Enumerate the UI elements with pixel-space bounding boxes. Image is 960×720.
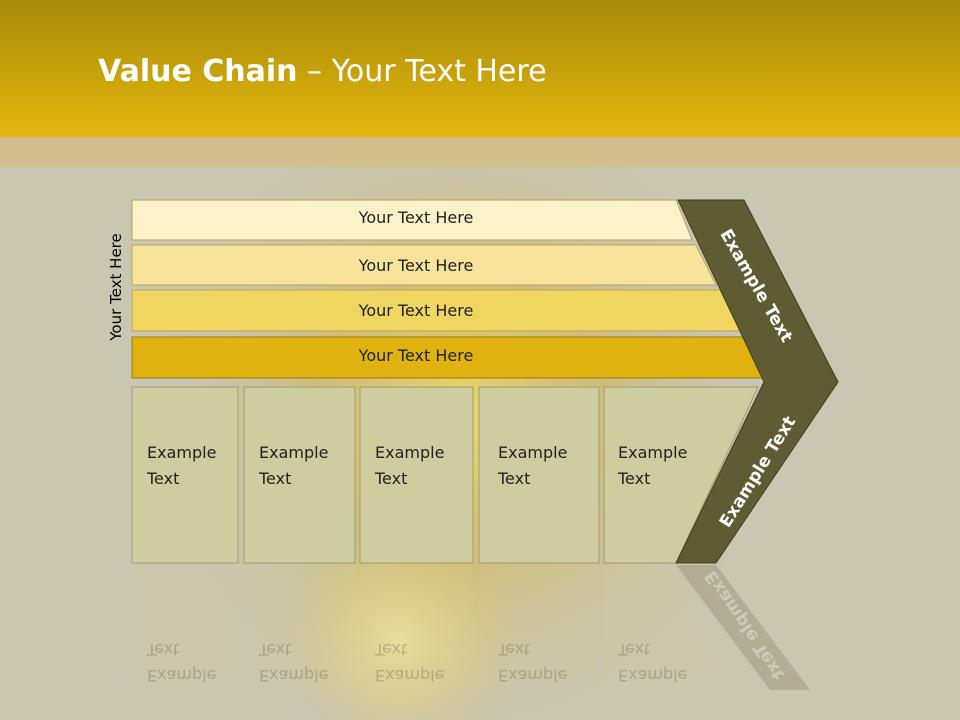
row-label-3: Your Text Here — [358, 301, 474, 320]
box-3 — [359, 386, 474, 564]
row-label-1: Your Text Here — [358, 208, 474, 227]
title-bar — [0, 0, 960, 137]
row-band-2 — [131, 244, 717, 286]
row-label-4: Your Text Here — [358, 346, 474, 365]
box-1 — [131, 386, 239, 564]
row-band-1 — [131, 199, 693, 241]
title-strip — [0, 137, 960, 167]
reflection — [132, 565, 810, 690]
row-label-2: Your Text Here — [358, 256, 474, 275]
box-2 — [243, 386, 356, 564]
slide-title: Value Chain – Your Text Here — [98, 54, 547, 89]
chevron-arrow — [675, 199, 839, 564]
box-4 — [478, 386, 600, 564]
